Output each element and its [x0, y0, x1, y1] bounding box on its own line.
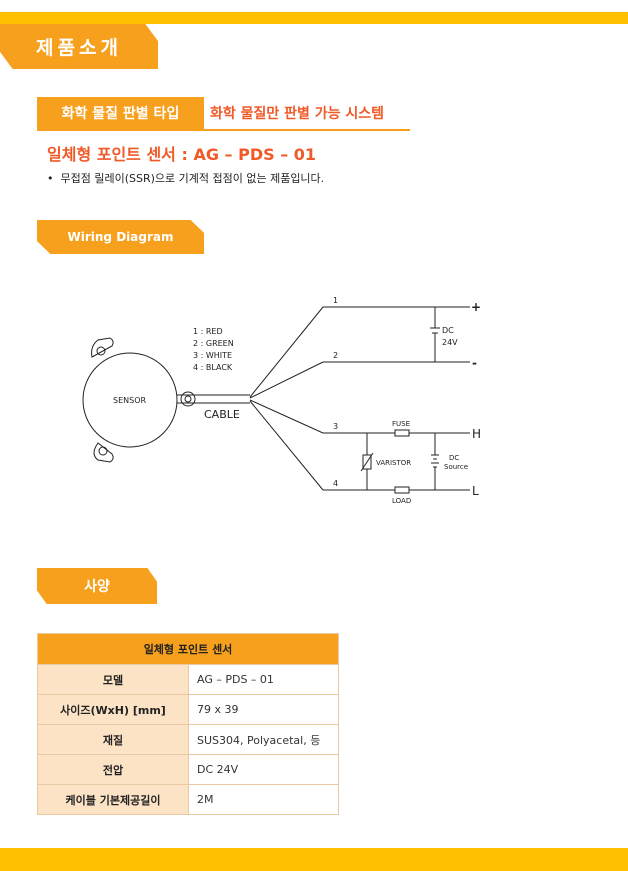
wire-2: [249, 361, 324, 399]
dc-label: DC: [442, 326, 454, 335]
spec-table: 일체형 포인트 센서 모델 AG – PDS – 01 사이즈(WxH) [mm…: [37, 633, 339, 815]
feature-bullet: • 무접점 릴레이(SSR)으로 기계적 접점이 없는 제품입니다.: [47, 170, 324, 186]
spec-label-cable-length: 케이블 기본제공길이: [37, 784, 189, 815]
table-row: 케이블 기본제공길이 2M: [37, 784, 339, 815]
sensor-label: SENSOR: [113, 396, 146, 405]
chem-type-tab: 화학 물질 판별 타입: [37, 97, 204, 129]
top-accent-bar: [0, 12, 628, 24]
wire-4: [249, 400, 324, 491]
varistor-label: VARISTOR: [376, 459, 411, 467]
spec-value-material: SUS304, Polyacetal, 등: [188, 724, 339, 755]
load: [394, 486, 410, 494]
spec-label-voltage: 전압: [37, 754, 189, 785]
product-title: 일체형 포인트 센서 : AG – PDS – 01: [47, 145, 317, 164]
table-row: 재질 SUS304, Polyacetal, 등: [37, 724, 339, 755]
wire-3: [249, 399, 324, 434]
cable-label: CABLE: [204, 408, 240, 421]
spec-value-size: 79 x 39: [188, 694, 339, 725]
legend-4: 4 : BLACK: [193, 363, 233, 372]
wire-number-4: 4: [333, 479, 338, 488]
chem-subtitle: 화학 물질만 판별 가능 시스템: [210, 106, 385, 122]
dc-source-label-2: Source: [444, 463, 468, 471]
table-row: 모델 AG – PDS – 01: [37, 664, 339, 695]
bullet-dot: •: [47, 172, 61, 185]
wire-number-1: 1: [333, 296, 338, 305]
wire-number-3: 3: [333, 422, 338, 431]
minus-terminal: -: [472, 356, 477, 370]
spec-table-header: 일체형 포인트 센서: [37, 633, 339, 665]
chem-type-label: 화학 물질 판별 타입: [61, 106, 180, 122]
sensor-ear-bottom: [93, 442, 114, 463]
spec-label-size: 사이즈(WxH) [mm]: [37, 694, 189, 725]
table-row: 전압 DC 24V: [37, 754, 339, 785]
plus-terminal: +: [471, 300, 481, 314]
legend-1: 1 : RED: [193, 327, 223, 336]
section-title: 제품소개: [36, 37, 122, 59]
wire-number-2: 2: [333, 351, 338, 360]
sensor-ear-hole-top: [96, 346, 106, 356]
wire-1: [249, 306, 324, 398]
spec-label-model: 모델: [37, 664, 189, 695]
bottom-accent-bar: [0, 848, 628, 871]
spec-tab: 사양: [37, 568, 157, 604]
load-label: LOAD: [392, 497, 411, 505]
spec-tab-label: 사양: [84, 579, 110, 595]
wiring-diagram-tab: Wiring Diagram: [37, 220, 204, 254]
wiring-diagram: SENSOR CABLE 1 : RED 2 : GREEN 3 : WHITE…: [82, 296, 481, 505]
legend-3: 3 : WHITE: [193, 351, 232, 360]
fuse: [394, 429, 410, 437]
fuse-label: FUSE: [392, 420, 410, 428]
table-row: 사이즈(WxH) [mm] 79 x 39: [37, 694, 339, 725]
cable-gland: [180, 391, 196, 407]
h-terminal: H: [472, 427, 481, 441]
subtitle-underline: [37, 129, 410, 131]
l-terminal: L: [472, 484, 479, 498]
dc-source-label-1: DC: [449, 454, 459, 462]
legend-2: 2 : GREEN: [193, 339, 234, 348]
spec-value-voltage: DC 24V: [188, 754, 339, 785]
spec-value-cable-length: 2M: [188, 784, 339, 815]
wiring-diagram-label: Wiring Diagram: [67, 230, 174, 244]
sensor-body: [82, 352, 178, 448]
spec-value-model: AG – PDS – 01: [188, 664, 339, 695]
dc-voltage: 24V: [442, 338, 458, 347]
spec-label-material: 재질: [37, 724, 189, 755]
sensor-ear-hole-bottom: [98, 446, 108, 456]
bullet-text: 무접점 릴레이(SSR)으로 기계적 접점이 없는 제품입니다.: [60, 172, 325, 185]
section-title-tab: 제품소개: [0, 24, 158, 69]
spec-table-header-row: 일체형 포인트 센서: [37, 633, 339, 665]
